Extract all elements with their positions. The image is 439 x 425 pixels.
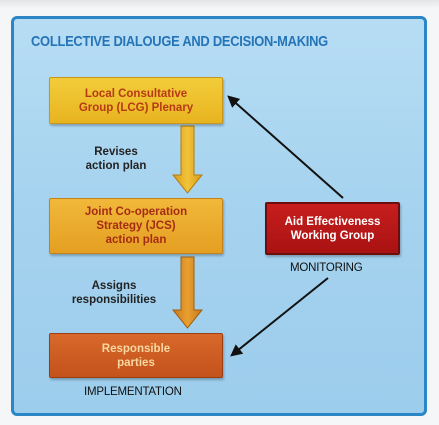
revises-label: Revises action plan <box>80 145 152 173</box>
jcs-line-2: Strategy (JCS) <box>96 220 176 232</box>
lcg-line-2: Group (LCG) Plenary <box>78 101 194 114</box>
assigns-line-2: responsibilities <box>71 294 157 306</box>
flow-arrow-lcg-to-jcs <box>171 125 204 194</box>
aewg-line-2: Working Group <box>290 229 375 242</box>
responsible-parties-box: Responsible parties <box>49 333 223 378</box>
top-strip <box>0 0 439 8</box>
monitoring-caption: MONITORING <box>290 262 363 274</box>
aid-effectiveness-box: Aid Effectiveness Working Group <box>265 202 400 255</box>
flow-arrow-jcs-to-resp <box>171 256 204 329</box>
monitor-arrow-to-lcg <box>227 95 344 199</box>
resp-line-1: Responsible <box>101 342 171 355</box>
resp-line-2: parties <box>117 356 155 369</box>
revises-line-1: Revises <box>94 146 138 158</box>
lcg-plenary-box: Local Consultative Group (LCG) Plenary <box>49 77 223 124</box>
assigns-line-1: Assigns <box>91 280 137 292</box>
lcg-line-1: Local Consultative <box>84 87 188 100</box>
aewg-line-1: Aid Effectiveness <box>284 215 381 228</box>
diagram-title: COLLECTIVE DIALOUGE AND DECISION-MAKING <box>31 33 328 50</box>
jcs-action-plan-box: Joint Co-operation Strategy (JCS) action… <box>49 198 223 254</box>
monitor-arrow-to-resp <box>230 277 329 357</box>
assigns-label: Assigns responsibilities <box>59 279 169 307</box>
implementation-caption: IMPLEMENTATION <box>84 386 182 398</box>
jcs-line-1: Joint Co-operation <box>84 206 188 218</box>
revises-line-2: action plan <box>85 160 147 172</box>
jcs-line-3: action plan <box>105 234 167 246</box>
